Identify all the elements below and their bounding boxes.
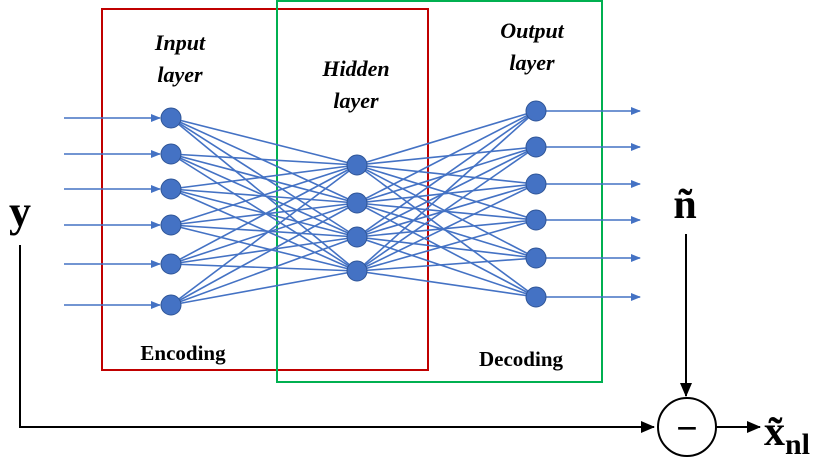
edge-input-6-hidden-2: [170, 202, 358, 306]
output-node-3: [525, 173, 547, 195]
output-node-6: [525, 286, 547, 308]
edge-input-4-hidden-4: [170, 224, 358, 272]
edge-input-4-hidden-3: [170, 224, 358, 238]
edge-hidden-4-output-4: [356, 219, 537, 272]
hidden-node-4: [346, 260, 368, 282]
edge-hidden-3-output-1: [356, 110, 537, 238]
edge-hidden-2-output-1: [356, 110, 537, 204]
edge-hidden-3-output-6: [356, 236, 537, 298]
output-layer-label-line2: layer: [509, 50, 555, 75]
hidden-layer-label-line1: Hidden: [321, 56, 389, 81]
edge-hidden-2-output-4: [356, 202, 537, 221]
edge-input-3-hidden-3: [170, 188, 358, 238]
output-symbol: x̃nl: [764, 409, 810, 459]
input-arrows: [64, 114, 161, 309]
edge-input-2-hidden-1: [170, 153, 358, 166]
hidden-node-1: [346, 154, 368, 176]
output-node-2: [525, 136, 547, 158]
output-symbol-subscript: nl: [785, 428, 810, 459]
edge-input-6-hidden-4: [170, 270, 358, 306]
edge-hidden-4-output-1: [356, 110, 537, 272]
edge-hidden-4-output-6: [356, 270, 537, 298]
edge-input-5-hidden-3: [170, 236, 358, 265]
encoding-label: Encoding: [140, 341, 226, 365]
output-symbol-base: x̃: [764, 409, 785, 455]
input-node-4: [160, 214, 182, 236]
edge-hidden-1-output-1: [356, 110, 537, 166]
connection-edges: [170, 110, 537, 306]
output-layer-label-line1: Output: [500, 18, 564, 43]
output-arrows: [546, 107, 641, 301]
input-node-3: [160, 178, 182, 200]
output-node-5: [525, 247, 547, 269]
input-bypass-line: [19, 245, 655, 433]
decoding-label: Decoding: [479, 347, 564, 371]
edge-input-6-hidden-3: [170, 236, 358, 306]
input-layer-label-line2: layer: [157, 62, 203, 87]
edge-hidden-4-output-5: [356, 257, 537, 272]
edge-input-2-hidden-2: [170, 153, 358, 204]
noise-symbol: ñ: [673, 182, 696, 228]
input-node-1: [160, 107, 182, 129]
edge-input-3-hidden-1: [170, 164, 358, 190]
minus-sign: −: [676, 408, 698, 450]
edge-input-1-hidden-2: [170, 117, 358, 204]
edge-hidden-3-output-5: [356, 236, 537, 259]
edge-input-4-hidden-1: [170, 164, 358, 226]
edge-input-3-hidden-4: [170, 188, 358, 272]
hidden-node-2: [346, 192, 368, 214]
edge-hidden-3-output-4: [356, 219, 537, 238]
edge-hidden-4-output-3: [356, 183, 537, 272]
input-symbol: y: [9, 187, 31, 236]
edge-hidden-2-output-2: [356, 146, 537, 204]
edge-input-3-hidden-2: [170, 188, 358, 204]
input-node-2: [160, 143, 182, 165]
output-node-4: [525, 209, 547, 231]
edge-input-5-hidden-1: [170, 164, 358, 265]
input-layer-label-line1: Input: [154, 30, 206, 55]
edge-hidden-3-output-3: [356, 183, 537, 238]
edge-hidden-2-output-3: [356, 183, 537, 204]
network-nodes: [160, 100, 547, 316]
edge-hidden-2-output-5: [356, 202, 537, 259]
edge-hidden-1-output-2: [356, 146, 537, 166]
edge-hidden-2-output-6: [356, 202, 537, 298]
output-node-1: [525, 100, 547, 122]
edge-input-5-hidden-4: [170, 263, 358, 272]
input-node-6: [160, 294, 182, 316]
input-node-5: [160, 253, 182, 275]
edge-hidden-4-output-2: [356, 146, 537, 272]
edge-input-5-hidden-2: [170, 202, 358, 265]
edge-input-6-hidden-1: [170, 164, 358, 306]
hidden-layer-label-line2: layer: [333, 88, 379, 113]
edge-input-1-hidden-1: [170, 117, 358, 166]
hidden-node-3: [346, 226, 368, 248]
